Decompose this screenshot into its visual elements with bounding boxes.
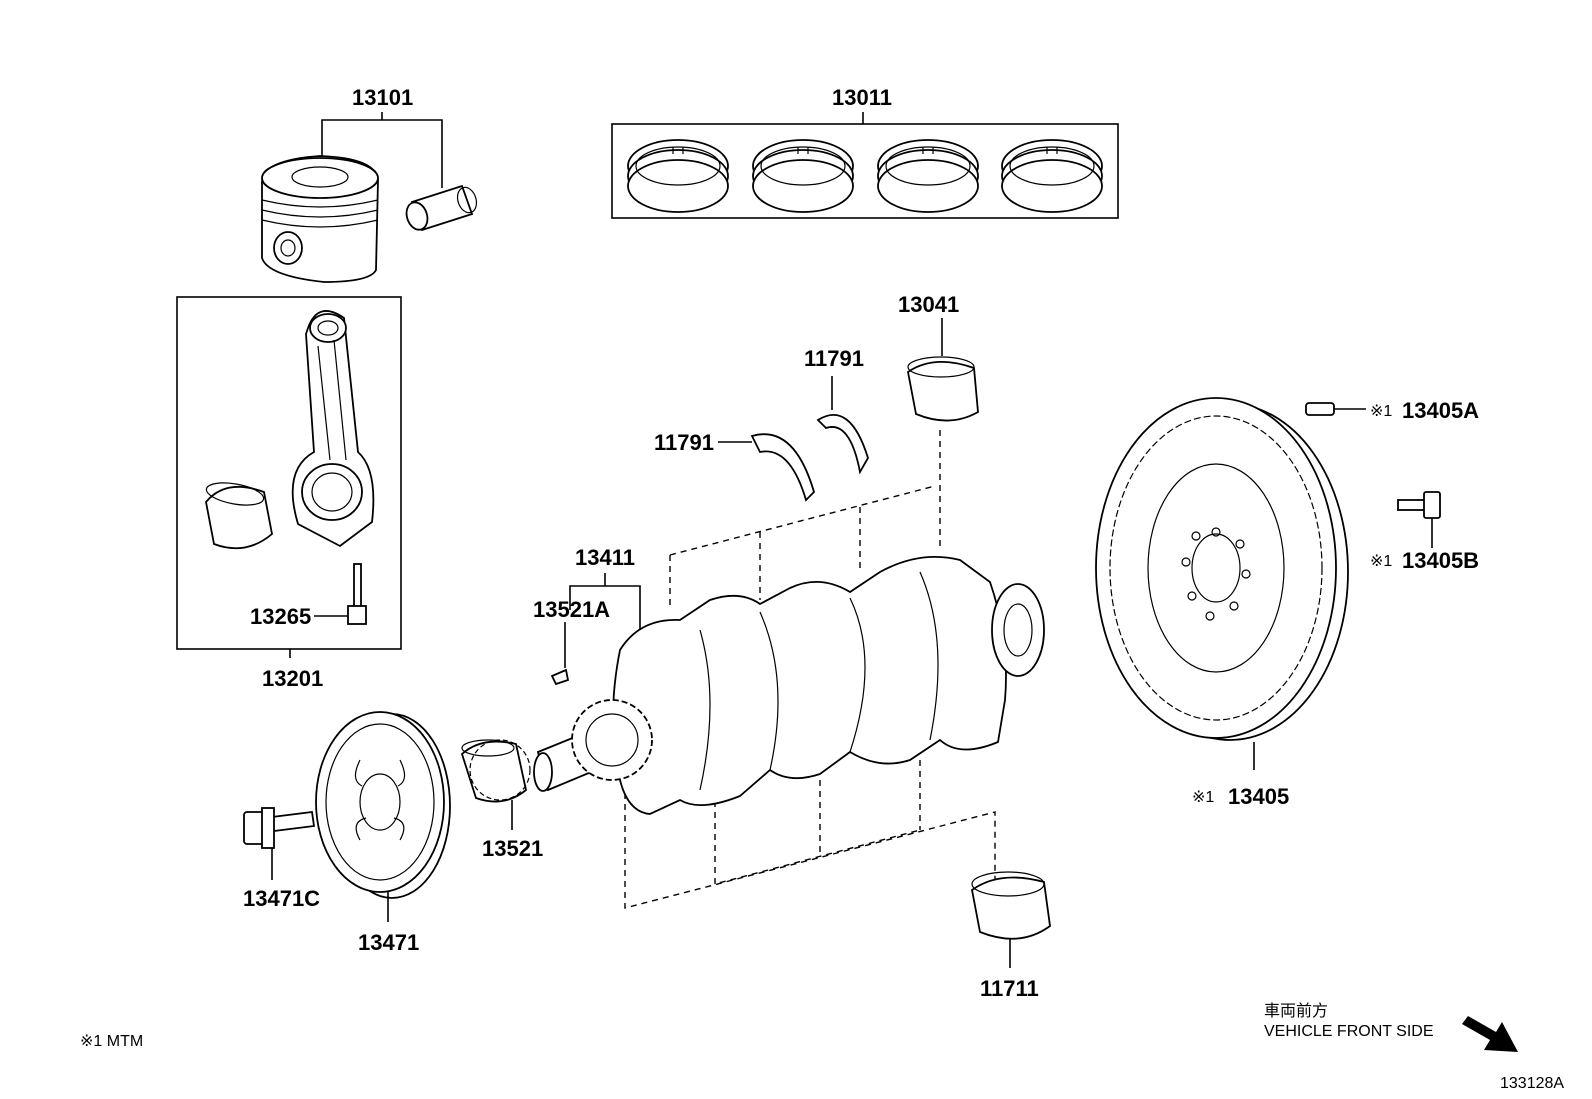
timing-sprocket-icon — [460, 739, 531, 803]
piston-pin-icon — [405, 184, 478, 232]
thrust-washer-icon — [816, 414, 869, 475]
label-13041: 13041 — [898, 292, 959, 317]
label-13405B: 13405B — [1402, 548, 1479, 573]
piston-ring-set-icon — [627, 139, 1103, 213]
label-13521A: 13521A — [533, 597, 610, 622]
direction-label-en: VEHICLE FRONT SIDE — [1264, 1023, 1434, 1040]
main-bearing-lower-icon — [971, 871, 1051, 940]
connecting-rod-bearing-icon — [205, 482, 273, 550]
crankshaft-pulley-icon — [315, 711, 451, 899]
label-13405: 13405 — [1228, 784, 1289, 809]
label-13101: 13101 — [352, 85, 413, 110]
connecting-rod-icon — [291, 310, 375, 548]
label-11711: 11711 — [980, 976, 1039, 1001]
main-bearing-upper-icon — [907, 356, 979, 422]
marker-13405: ※1 — [1192, 789, 1214, 806]
label-13405A: 13405A — [1402, 398, 1479, 423]
dowel-pin-icon — [1305, 402, 1335, 416]
marker-13405B: ※1 — [1370, 553, 1392, 570]
ring-set-box — [611, 123, 1119, 219]
piston-icon — [261, 155, 379, 283]
label-13265: 13265 — [250, 604, 311, 629]
flywheel-icon — [1095, 397, 1349, 741]
timing-sprocket-icon — [571, 699, 653, 781]
connecting-rod-bolt-icon — [347, 563, 367, 625]
marker-13405A: ※1 — [1370, 403, 1392, 420]
footnote: ※1 MTM — [80, 1033, 143, 1050]
connecting-rod-box — [176, 296, 402, 650]
pulley-bolt-icon — [243, 807, 316, 849]
label-13471C: 13471C — [243, 886, 320, 911]
crankshaft-icon — [533, 430, 1045, 909]
label-13411: 13411 — [575, 545, 635, 570]
label-13201: 13201 — [262, 666, 323, 691]
arrow-down-right-icon — [1462, 1016, 1518, 1052]
label-11791-left: 11791 — [654, 430, 714, 455]
thrust-washer-icon — [750, 433, 816, 502]
label-13471: 13471 — [358, 930, 419, 955]
flywheel-bolt-icon — [1397, 491, 1441, 519]
label-13521: 13521 — [482, 836, 543, 861]
diagram-id: 133128A — [1500, 1075, 1564, 1092]
label-13011: 13011 — [832, 85, 892, 110]
label-11791-top: 11791 — [804, 346, 864, 371]
woodruff-key-icon — [550, 668, 570, 686]
direction-label-jp: 車両前方 — [1264, 1002, 1328, 1020]
